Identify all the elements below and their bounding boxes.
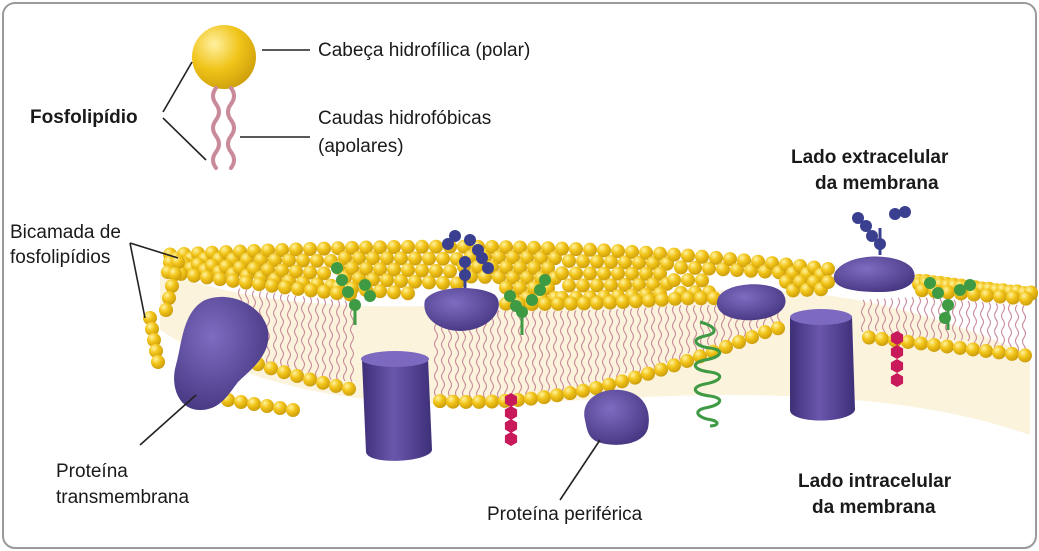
extracellular-label-line1: Lado extracelular	[791, 147, 949, 168]
bilayer-label-line1: Bicamada de	[10, 222, 121, 243]
transmembrane-protein-right	[790, 309, 855, 421]
transmembrane-label-line1: Proteína	[56, 461, 128, 482]
tails-label-line2: (apolares)	[318, 136, 404, 157]
peripheral-label: Proteína periférica	[487, 504, 643, 525]
phospholipid-head-icon	[192, 25, 256, 89]
carbohydrate-chains	[331, 206, 976, 335]
cholesterol-molecules	[504, 331, 904, 446]
transmembrane-protein-center	[361, 351, 432, 461]
tails-label-line1: Caudas hidrofóbicas	[318, 108, 491, 129]
surface-protein-center	[424, 288, 499, 331]
surface-protein-mid-right	[716, 284, 786, 321]
transmembrane-protein-left	[174, 296, 269, 410]
extracellular-label-line2: da membrana	[815, 173, 939, 194]
phospholipid-legend: Fosfolipídio Cabeça hidrofílica (polar) …	[30, 25, 530, 170]
peripheral-protein	[584, 389, 649, 445]
transmembrane-label-line2: transmembrana	[56, 487, 189, 508]
surface-protein-top-right	[833, 256, 915, 292]
phospholipid-title: Fosfolipídio	[30, 107, 138, 128]
intracellular-label-line1: Lado intracelular	[798, 471, 952, 492]
helix-protein	[694, 320, 721, 428]
top-head-layer	[161, 239, 1038, 311]
phospholipid-tail-icon	[211, 86, 221, 170]
edge-head-layer	[143, 255, 300, 417]
phospholipid-tail-icon	[226, 86, 236, 170]
intracellular-label-line2: da membrana	[812, 497, 936, 518]
head-label: Cabeça hidrofílica (polar)	[318, 40, 530, 61]
bilayer-label-line2: fosfolipídios	[10, 247, 110, 268]
